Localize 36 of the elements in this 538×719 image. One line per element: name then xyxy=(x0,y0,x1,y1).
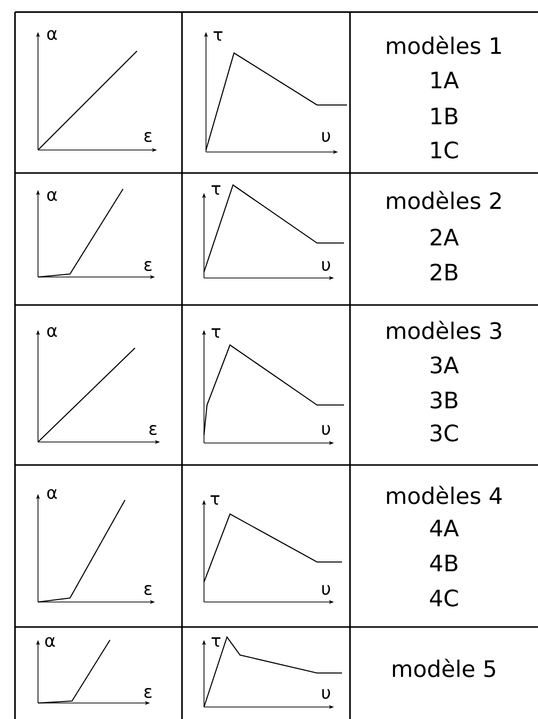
axis-label: υ xyxy=(322,425,330,435)
axis-label: α xyxy=(47,30,57,40)
model-heading: modèles 1 xyxy=(387,36,501,54)
axis-label: α xyxy=(47,191,57,201)
model-label: 1C xyxy=(431,141,458,159)
axis-label: υ xyxy=(322,132,330,142)
model-heading: modèles 4 xyxy=(387,486,502,504)
axis-label: τ xyxy=(210,495,220,505)
model-label: 4B xyxy=(430,554,458,572)
model-label: 3C xyxy=(430,424,458,442)
model-label: 1A xyxy=(432,72,459,88)
axis-label: τ xyxy=(212,328,220,338)
model-label: 1B xyxy=(432,108,458,124)
axis-label: α xyxy=(47,327,57,337)
axis-label: τ xyxy=(214,31,222,41)
model-label: 4C xyxy=(430,589,458,607)
axis-label: υ xyxy=(322,689,330,699)
axis-label: ε xyxy=(149,425,156,435)
axis-label: ε xyxy=(144,585,152,595)
axis-label: α xyxy=(45,637,55,647)
axis-label: τ xyxy=(212,185,220,195)
model-label: 3A xyxy=(430,356,459,374)
model-heading: modèles 2 xyxy=(387,190,501,210)
model-heading: modèles 3 xyxy=(387,320,502,340)
model-label: 2B xyxy=(430,264,458,280)
axis-label: υ xyxy=(322,261,330,271)
model-heading: modèle 5 xyxy=(392,658,496,678)
axis-label: α xyxy=(47,489,57,499)
axis-label: ε xyxy=(144,688,152,698)
model-label: 4A xyxy=(430,520,459,536)
axis-label: τ xyxy=(212,637,220,647)
axis-label: υ xyxy=(322,585,330,595)
model-label: 3B xyxy=(430,391,458,409)
model-label: 2A xyxy=(430,228,459,246)
axis-label: ε xyxy=(144,132,152,142)
axis-label: ε xyxy=(144,261,152,271)
